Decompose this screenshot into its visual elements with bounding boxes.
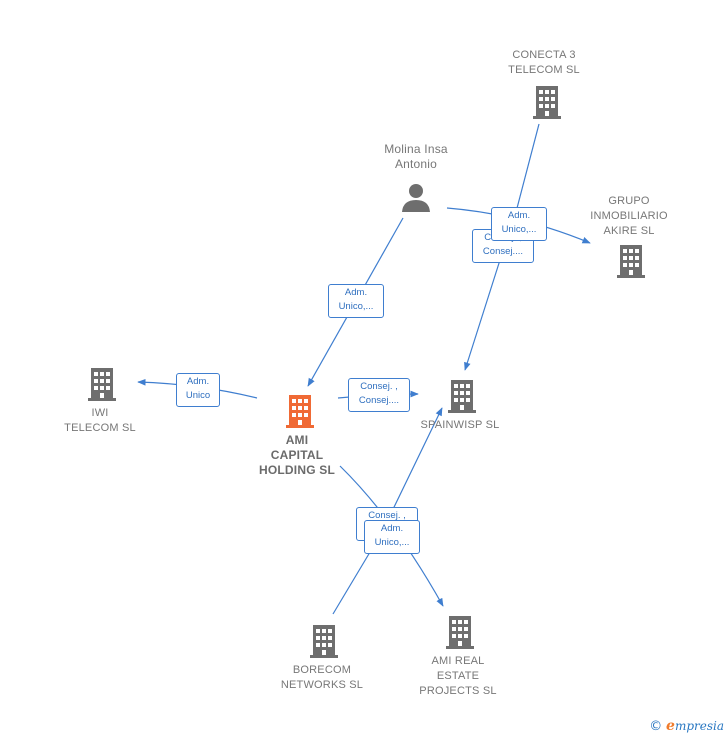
- node-label: SPAINWISP SL: [420, 419, 500, 431]
- node-iwi[interactable]: IWI TELECOM SL: [40, 406, 160, 440]
- building-icon-ami: [286, 395, 314, 428]
- node-label: Molina Insa Antonio: [384, 142, 448, 171]
- building-icon-iwi: [88, 368, 116, 401]
- node-label: CONECTA 3 TELECOM SL: [508, 49, 580, 76]
- node-borecom[interactable]: BORECOM NETWORKS SL: [262, 663, 382, 697]
- node-conecta[interactable]: CONECTA 3 TELECOM SL: [484, 48, 604, 82]
- node-amireal[interactable]: AMI REAL ESTATE PROJECTS SL: [398, 654, 518, 702]
- building-icon-spainwisp: [448, 380, 476, 413]
- footer-brand: © empresia: [649, 718, 724, 734]
- building-icon-grupo: [617, 245, 645, 278]
- edge-label-ami-iwi[interactable]: Adm. Unico: [176, 373, 220, 407]
- brand-logo-initial: e: [666, 718, 675, 734]
- edge-label-ami-spainwisp[interactable]: Consej. , Consej....: [348, 378, 410, 412]
- edge-label-ami-amireal[interactable]: Adm. Unico,...: [364, 520, 420, 554]
- building-icon-conecta: [533, 86, 561, 119]
- edge-label-conecta-grupo[interactable]: Adm. Unico,...: [491, 207, 547, 241]
- edge-label-molina-ami[interactable]: Adm. Unico,...: [328, 284, 384, 318]
- brand-logo-text: mpresia: [674, 719, 724, 733]
- person-icon-molina: [402, 184, 430, 212]
- edge-to-spainwisp-top: [464, 259, 501, 371]
- node-ami[interactable]: AMI CAPITAL HOLDING SL: [236, 433, 358, 481]
- node-label: IWI TELECOM SL: [64, 407, 136, 434]
- node-label: BORECOM NETWORKS SL: [280, 664, 364, 691]
- node-label: AMI REAL ESTATE PROJECTS SL: [419, 655, 497, 697]
- node-label: GRUPO INMOBILIARIO AKIRE SL: [590, 195, 668, 237]
- edge-conecta-line: [515, 123, 540, 213]
- node-spainwisp[interactable]: SPAINWISP SL: [400, 418, 520, 436]
- node-label: AMI CAPITAL HOLDING SL: [259, 433, 335, 477]
- node-grupo[interactable]: GRUPO INMOBILIARIO AKIRE SL: [569, 194, 689, 242]
- building-icon-amireal: [446, 616, 474, 649]
- building-icon-borecom: [310, 625, 338, 658]
- copyright-icon: ©: [649, 719, 663, 734]
- node-molina[interactable]: Molina Insa Antonio: [356, 142, 476, 176]
